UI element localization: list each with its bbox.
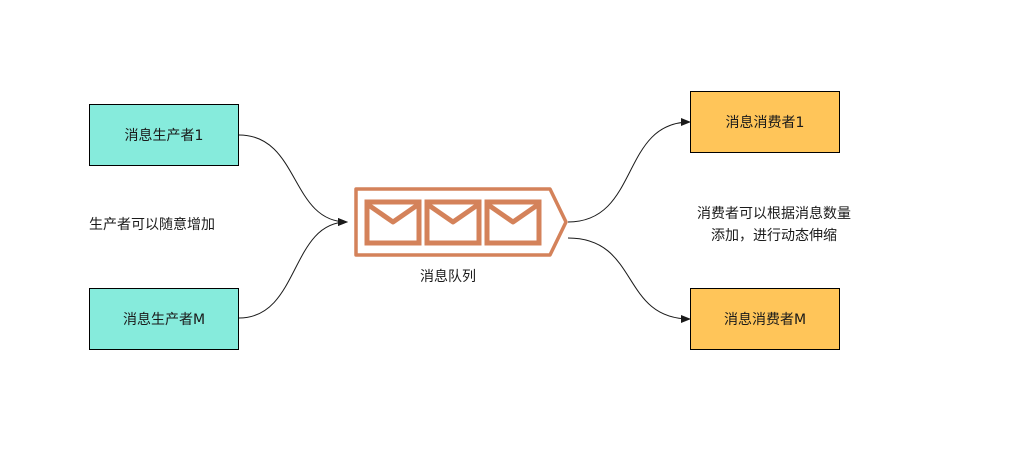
- producer-node-m[interactable]: 消息生产者M: [89, 288, 239, 350]
- consumer-node-label: 消息消费者M: [723, 312, 807, 328]
- edge-producer1-to-queue: [238, 134, 348, 226]
- consumer-node-1[interactable]: 消息消费者1: [690, 91, 840, 153]
- consumer-note: 消费者可以根据消息数量 添加，进行动态伸缩: [664, 203, 884, 247]
- envelope-icon: [484, 199, 542, 246]
- queue-label: 消息队列: [420, 269, 476, 285]
- producer-node-label: 消息生产者1: [124, 128, 204, 144]
- edge-producerM-to-queue: [238, 218, 348, 319]
- consumer-node-label: 消息消费者1: [725, 115, 805, 131]
- edge-queue-to-consumer1: [567, 118, 691, 223]
- producer-node-1[interactable]: 消息生产者1: [89, 104, 239, 166]
- consumer-note-line-2: 添加，进行动态伸缩: [711, 228, 837, 244]
- envelope-icon: [424, 199, 482, 246]
- producer-note: 生产者可以随意增加: [89, 217, 215, 233]
- consumer-node-m[interactable]: 消息消费者M: [690, 288, 840, 350]
- envelope-icon: [364, 199, 422, 246]
- message-queue-icon: [354, 187, 568, 257]
- consumer-note-line-1: 消费者可以根据消息数量: [697, 206, 851, 222]
- producer-node-label: 消息生产者M: [122, 312, 206, 328]
- edge-queue-to-consumerM: [567, 237, 691, 323]
